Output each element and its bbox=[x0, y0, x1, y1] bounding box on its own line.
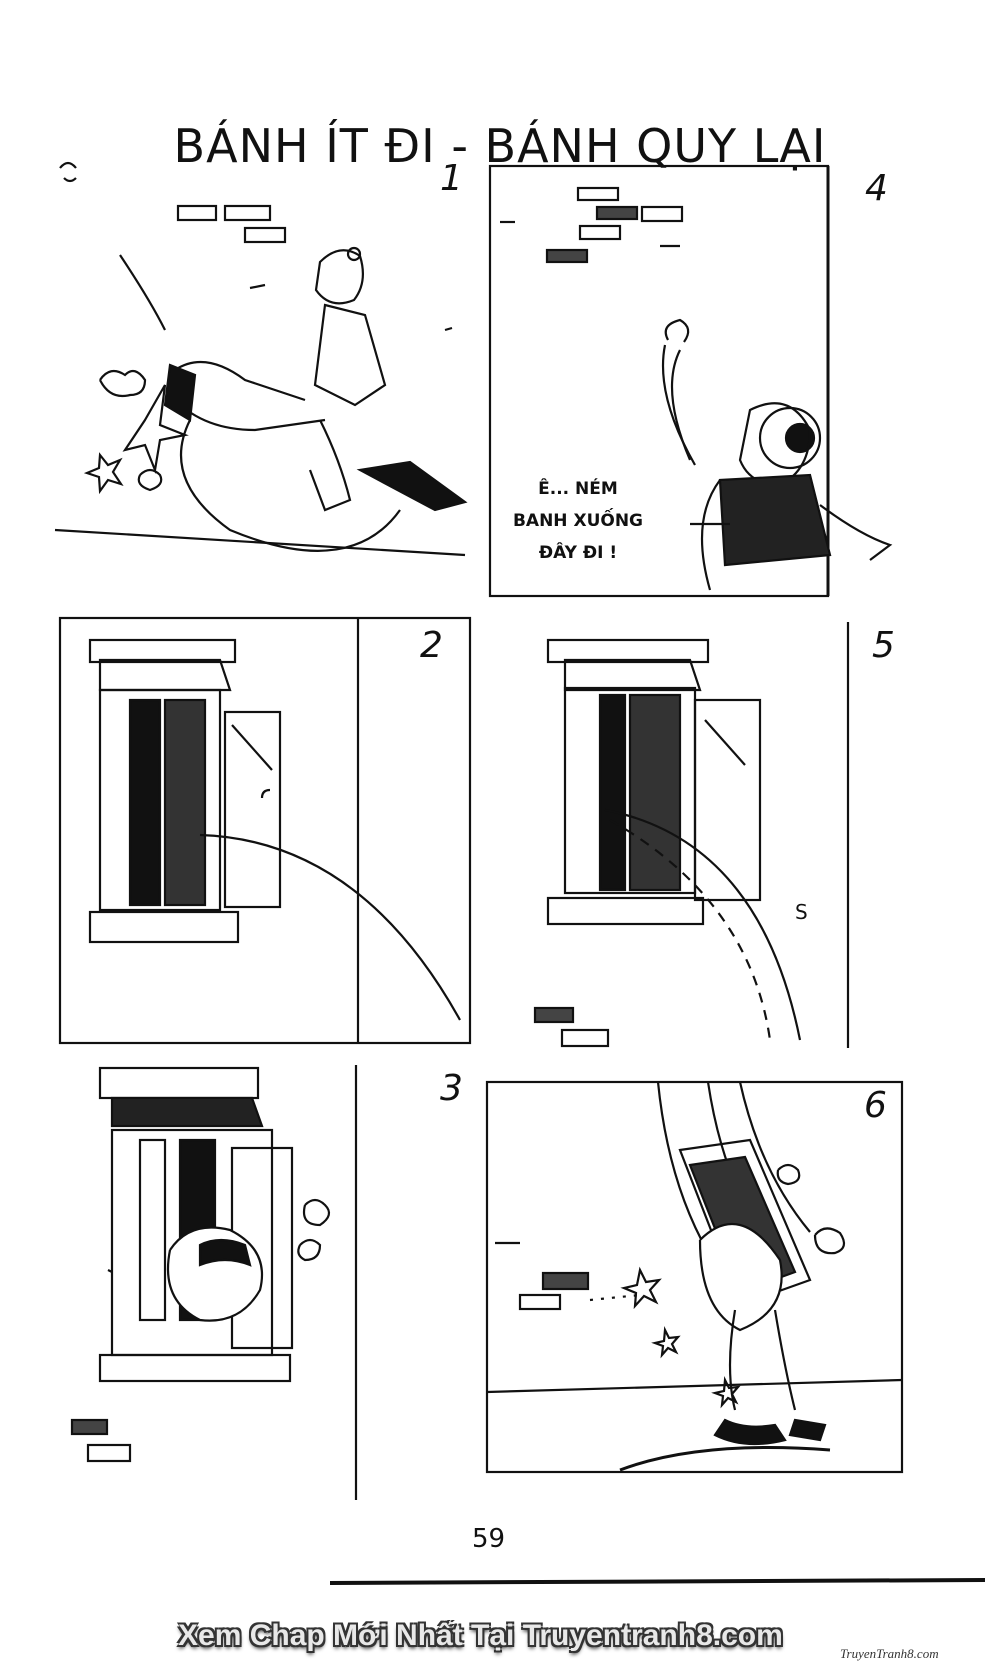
sound-effect: S bbox=[795, 900, 808, 924]
speech-line: ĐÂY ĐI ! bbox=[538, 543, 618, 563]
speech-line: BANH XUỐNG bbox=[512, 511, 644, 531]
page-bottom-rule bbox=[329, 1578, 986, 1585]
panel-6-frame bbox=[485, 1080, 904, 1474]
panel-number-5: 5 bbox=[872, 625, 895, 666]
panel-2-art bbox=[88, 638, 461, 1021]
watermark-banner: Xem Chap Mới Nhất Tại Truyentranh8.com bbox=[178, 1619, 783, 1652]
speech-text: Ê... NÉM BANH XUỐNG ĐÂY ĐI ! bbox=[508, 473, 648, 569]
panel-1-art bbox=[59, 161, 468, 552]
watermark-logo: TruyenTranh8.com bbox=[840, 1646, 939, 1661]
panel-number-3: 3 bbox=[440, 1068, 463, 1109]
panel-number-1: 1 bbox=[440, 158, 463, 199]
panel-number-6: 6 bbox=[864, 1085, 887, 1126]
panel-1-ground bbox=[54, 528, 466, 557]
panel-6-art bbox=[495, 1081, 846, 1472]
page-number: 59 bbox=[472, 1524, 506, 1554]
panel-number-2: 2 bbox=[420, 625, 443, 666]
panel-number-4: 4 bbox=[865, 168, 888, 209]
page-title: BÁNH ÍT ĐI - BÁNH QUY LẠI bbox=[173, 118, 827, 173]
panel-2-frame bbox=[58, 616, 472, 1045]
panel-3-art bbox=[70, 1066, 331, 1463]
panel-5-art bbox=[533, 638, 802, 1048]
panel-4-art bbox=[500, 186, 893, 591]
speech-line: Ê... NÉM bbox=[538, 479, 618, 499]
